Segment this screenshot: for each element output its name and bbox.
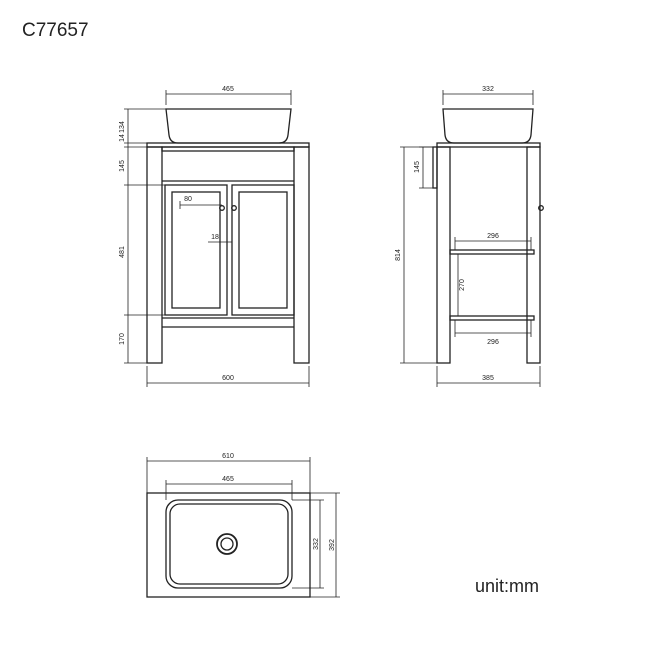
left-door-knob [219,205,225,211]
dim-side-overall-depth: 385 [482,375,494,382]
side-front-leg [436,146,451,364]
right-door-panel [238,191,288,309]
dim-overall-width: 600 [222,375,234,382]
side-apron [432,146,438,189]
left-door-panel [171,191,221,309]
top-dimensions: 610 465 332 392 [146,453,340,598]
top-countertop [146,492,311,598]
right-door-knob [231,205,237,211]
front-left-leg [146,146,163,364]
front-basin [165,108,292,144]
front-view [146,108,310,364]
dim-shelf-spacing: 270 [459,279,466,291]
side-countertop [436,142,541,148]
side-upper-shelf [449,249,535,255]
side-lower-shelf [449,315,535,321]
dim-base-height: 170 [119,333,126,345]
top-basin-inner [169,503,289,585]
dim-top-overall-width: 610 [222,453,234,460]
unit-label: unit:mm [475,576,540,596]
dim-door-gap: 18 [211,234,219,241]
dim-shelf-depth-bottom: 296 [487,339,499,346]
dim-basin-width: 465 [222,86,234,93]
dim-side-overall-height: 814 [395,249,402,261]
top-basin-outer [165,499,293,589]
dim-shelf-depth-top: 296 [487,233,499,240]
left-door [164,184,228,316]
dim-top-overall-depth: 392 [329,539,336,551]
dim-side-apron-height: 145 [414,161,421,173]
dim-top-basin-width: 465 [222,476,234,483]
side-knob [538,205,544,211]
front-apron-top [161,146,295,152]
drain-inner [220,537,234,551]
dim-top-basin-depth: 332 [313,538,320,550]
side-back-leg [526,146,541,364]
dim-apron-height: 145 [119,160,126,172]
front-right-leg [293,146,310,364]
model-code: C77657 [22,20,89,41]
side-basin [442,108,534,144]
side-dimensions: 332 145 814 296 270 296 385 [395,86,541,387]
dim-knob-offset: 80 [184,196,192,203]
dim-basin-height: 134 [119,121,126,133]
drain-outer [216,533,238,555]
dim-door-height: 481 [119,246,126,258]
top-view [146,492,311,598]
right-door [231,184,295,316]
dim-side-basin-depth: 332 [482,86,494,93]
front-dimensions: 465 134 14 145 481 170 600 80 18 [119,86,310,387]
dim-top-thickness: 14 [119,134,126,142]
